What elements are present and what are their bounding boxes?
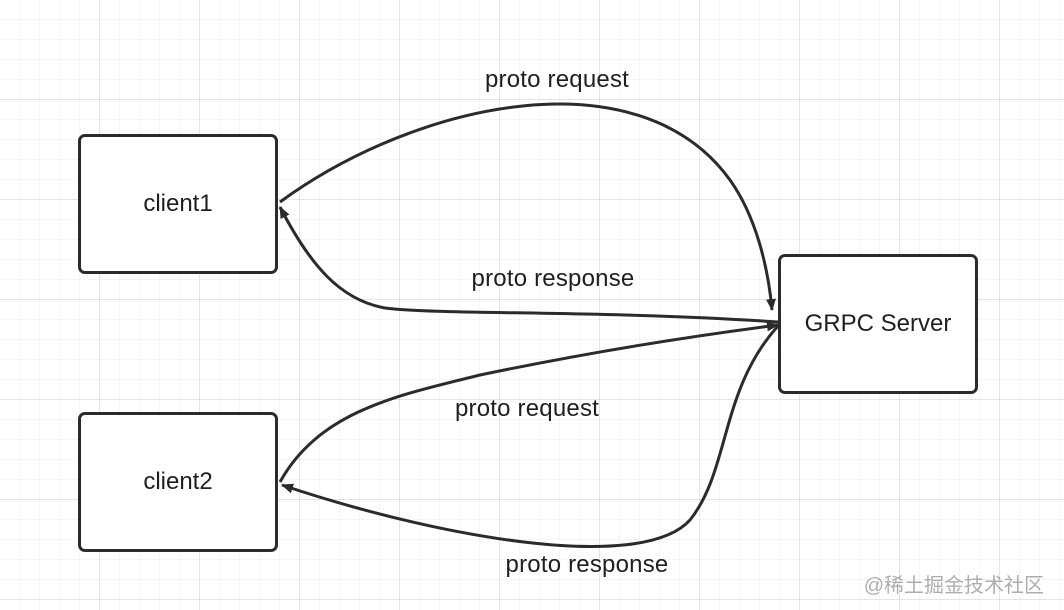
- client1-node-label: client1: [143, 190, 213, 217]
- edge-server-response-client1-arrow: [278, 206, 779, 324]
- client2-node: client2: [78, 412, 278, 552]
- client1-node: client1: [78, 134, 278, 274]
- edge-label-server-response-client2: proto response: [505, 551, 669, 578]
- edge-label-server-response-client1: proto response: [471, 265, 635, 292]
- grpc-server-node-label: GRPC Server: [804, 310, 952, 337]
- edge-client1-request-arrow: [279, 102, 777, 311]
- grpc-server-node: GRPC Server: [778, 254, 978, 394]
- client2-node-label: client2: [143, 468, 213, 495]
- edge-client2-request-arrow: [278, 321, 779, 483]
- edge-label-client1-request: proto request: [484, 66, 630, 93]
- edge-label-client2-request: proto request: [454, 395, 600, 422]
- watermark-text: @稀土掘金技术社区: [863, 575, 1044, 597]
- edge-server-response-client2-arrow: [281, 324, 780, 548]
